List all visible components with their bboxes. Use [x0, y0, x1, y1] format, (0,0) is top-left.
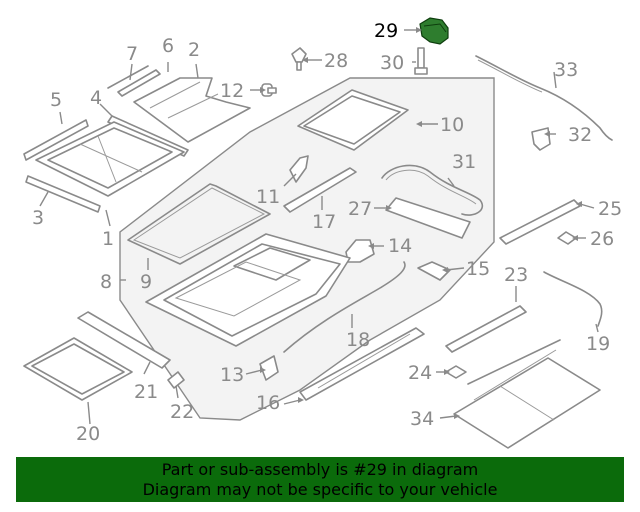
- callout-32: 32: [568, 124, 592, 146]
- part-3-strip: [25, 175, 101, 213]
- part-24-bar: [467, 339, 561, 385]
- part-7-strip: [107, 65, 149, 89]
- callout-24: 24: [408, 362, 432, 384]
- part-17-rail: [283, 167, 357, 213]
- part-28-clip: [291, 47, 307, 71]
- banner-line-2: Diagram may not be specific to your vehi…: [142, 480, 498, 499]
- callout-23: 23: [504, 264, 528, 286]
- callout-26: 26: [590, 228, 614, 250]
- part-29-motor[interactable]: [419, 17, 449, 45]
- part-4-seal: [107, 115, 189, 157]
- callout-17: 17: [312, 211, 336, 233]
- callout-20: 20: [76, 423, 100, 445]
- part-10-glass: [297, 89, 409, 151]
- part-2-roof-panel: [133, 77, 251, 143]
- callout-labels: 29 30 28 12 2 6 7 4 5 3 1 8 9 10 11 17 3…: [32, 20, 622, 445]
- part-31-cable: [381, 164, 484, 216]
- callout-13: 13: [220, 364, 244, 386]
- part-16-rail: [299, 327, 425, 401]
- part-18-cable: [283, 261, 406, 353]
- part-22-clip: [167, 371, 185, 389]
- leader-lines: [39, 29, 599, 425]
- callout-9: 9: [140, 271, 152, 293]
- callout-33: 33: [554, 59, 578, 81]
- part-30-bolt: [414, 47, 428, 75]
- part-24-clip: [445, 365, 467, 379]
- callout-6: 6: [162, 35, 174, 57]
- callout-2: 2: [188, 39, 200, 61]
- part-frame: [145, 233, 351, 347]
- callout-1: 1: [102, 228, 114, 250]
- callout-5: 5: [50, 89, 62, 111]
- callout-18: 18: [346, 329, 370, 351]
- callout-29: 29: [374, 20, 398, 42]
- callout-27: 27: [348, 198, 372, 220]
- callout-25: 25: [598, 198, 622, 220]
- callout-3: 3: [32, 207, 44, 229]
- callout-34: 34: [410, 408, 434, 430]
- callout-7: 7: [126, 43, 138, 65]
- callout-21: 21: [134, 381, 158, 403]
- callout-30: 30: [380, 52, 404, 74]
- part-33-cable: [475, 55, 613, 141]
- arrowheads: [260, 27, 582, 419]
- part-27-panel: [385, 197, 471, 239]
- callout-31: 31: [452, 151, 476, 173]
- part-6-strip: [117, 69, 161, 97]
- part-20-shade: [23, 337, 133, 401]
- part-13-bracket: [259, 355, 279, 381]
- part-32-bracket: [531, 127, 551, 151]
- part-1-glass-frame: [35, 121, 185, 197]
- callout-4: 4: [90, 87, 102, 109]
- banner-line-1: Part or sub-assembly is #29 in diagram: [161, 460, 479, 479]
- callout-11: 11: [256, 186, 280, 208]
- callout-8: 8: [100, 271, 112, 293]
- callout-15: 15: [466, 258, 490, 280]
- callout-10: 10: [440, 114, 464, 136]
- callout-12: 12: [220, 80, 244, 102]
- part-23-strip: [445, 305, 527, 353]
- part-21-strip: [77, 311, 171, 369]
- callout-16: 16: [256, 392, 280, 414]
- info-banner: Part or sub-assembly is #29 in diagram D…: [16, 457, 624, 502]
- callout-14: 14: [388, 235, 412, 257]
- part-9-seal: [127, 183, 271, 265]
- callout-28: 28: [324, 50, 348, 72]
- callout-22: 22: [170, 401, 194, 423]
- callout-19: 19: [586, 333, 610, 355]
- part-19-cable: [543, 271, 603, 327]
- part-5-strip: [23, 119, 89, 161]
